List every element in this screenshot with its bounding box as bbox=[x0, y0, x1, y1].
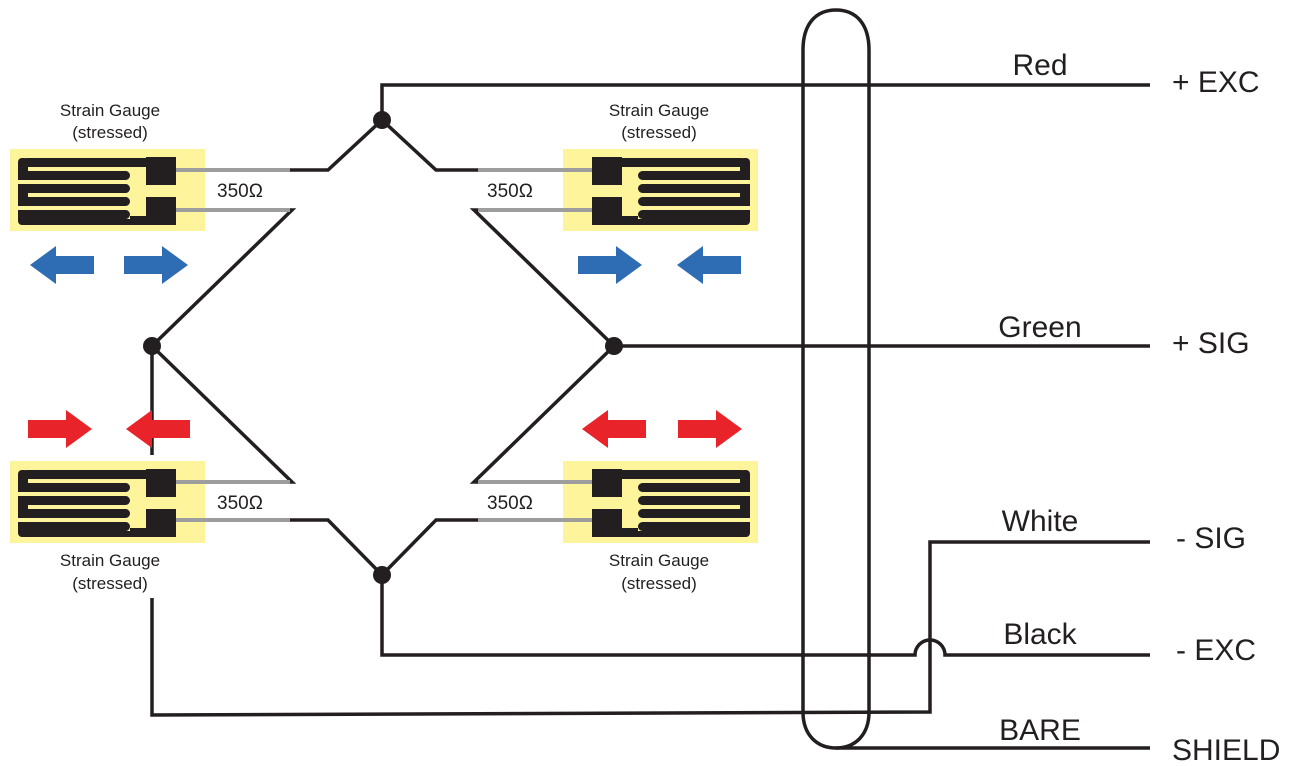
arrows-bottom-left bbox=[28, 410, 190, 448]
arrow-left-icon bbox=[582, 410, 646, 448]
terminal-label-minus-sig: - SIG bbox=[1176, 522, 1246, 555]
wire-label-bare: BARE bbox=[999, 714, 1081, 747]
terminal-label-shield: SHIELD bbox=[1172, 734, 1280, 766]
arrows-top-left bbox=[30, 246, 188, 284]
gauge-top-left-resistance: 350Ω bbox=[217, 181, 263, 202]
arrow-left-icon bbox=[126, 410, 190, 448]
arrow-right-icon bbox=[578, 246, 642, 284]
gauge-top-right-state: (stressed) bbox=[621, 123, 697, 142]
arrow-right-icon bbox=[124, 246, 188, 284]
node-right bbox=[605, 337, 623, 355]
arrow-right-icon bbox=[28, 410, 92, 448]
arrow-left-icon bbox=[677, 246, 741, 284]
red-wire bbox=[380, 83, 1150, 120]
black-wire bbox=[380, 575, 912, 657]
gauge-bottom-left-state: (stressed) bbox=[72, 574, 148, 593]
gauge-bottom-left-resistance: 350Ω bbox=[217, 493, 263, 514]
terminal-label-plus-sig: + SIG bbox=[1172, 327, 1250, 360]
gauge-bottom-left-title: Strain Gauge bbox=[60, 551, 160, 570]
gauge-top-right-resistance: 350Ω bbox=[487, 181, 533, 202]
gauge-top-right-title: Strain Gauge bbox=[609, 101, 709, 120]
arrow-left-icon bbox=[30, 246, 94, 284]
node-bottom bbox=[373, 566, 391, 584]
cable-sheath bbox=[801, 8, 871, 750]
wire-label-white: White bbox=[1002, 505, 1079, 538]
terminal-label-minus-exc: - EXC bbox=[1176, 634, 1256, 667]
gauge-bottom-right-state: (stressed) bbox=[621, 574, 697, 593]
gauge-bottom-left: Strain Gauge (stressed) 350Ω bbox=[10, 461, 290, 593]
bridge-wires bbox=[150, 83, 1150, 750]
wire-label-black: Black bbox=[1003, 618, 1077, 651]
gauge-top-left-title: Strain Gauge bbox=[60, 101, 160, 120]
wire-label-red: Red bbox=[1012, 49, 1067, 82]
arrows-bottom-right bbox=[582, 410, 742, 448]
terminal-label-plus-exc: + EXC bbox=[1172, 66, 1260, 99]
node-top bbox=[373, 111, 391, 129]
node-left bbox=[143, 337, 161, 355]
gauge-bottom-right-resistance: 350Ω bbox=[487, 493, 533, 514]
gauge-bottom-right-title: Strain Gauge bbox=[609, 551, 709, 570]
gauge-top-right: Strain Gauge (stressed) 350Ω bbox=[478, 101, 758, 231]
arrows-top-right bbox=[578, 246, 741, 284]
gauge-bottom-right: Strain Gauge (stressed) 350Ω bbox=[478, 461, 758, 593]
wire-label-green: Green bbox=[998, 311, 1081, 344]
gauge-top-left: Strain Gauge (stressed) 350Ω bbox=[10, 101, 290, 231]
arrow-right-icon bbox=[678, 410, 742, 448]
gauge-top-left-state: (stressed) bbox=[72, 123, 148, 142]
